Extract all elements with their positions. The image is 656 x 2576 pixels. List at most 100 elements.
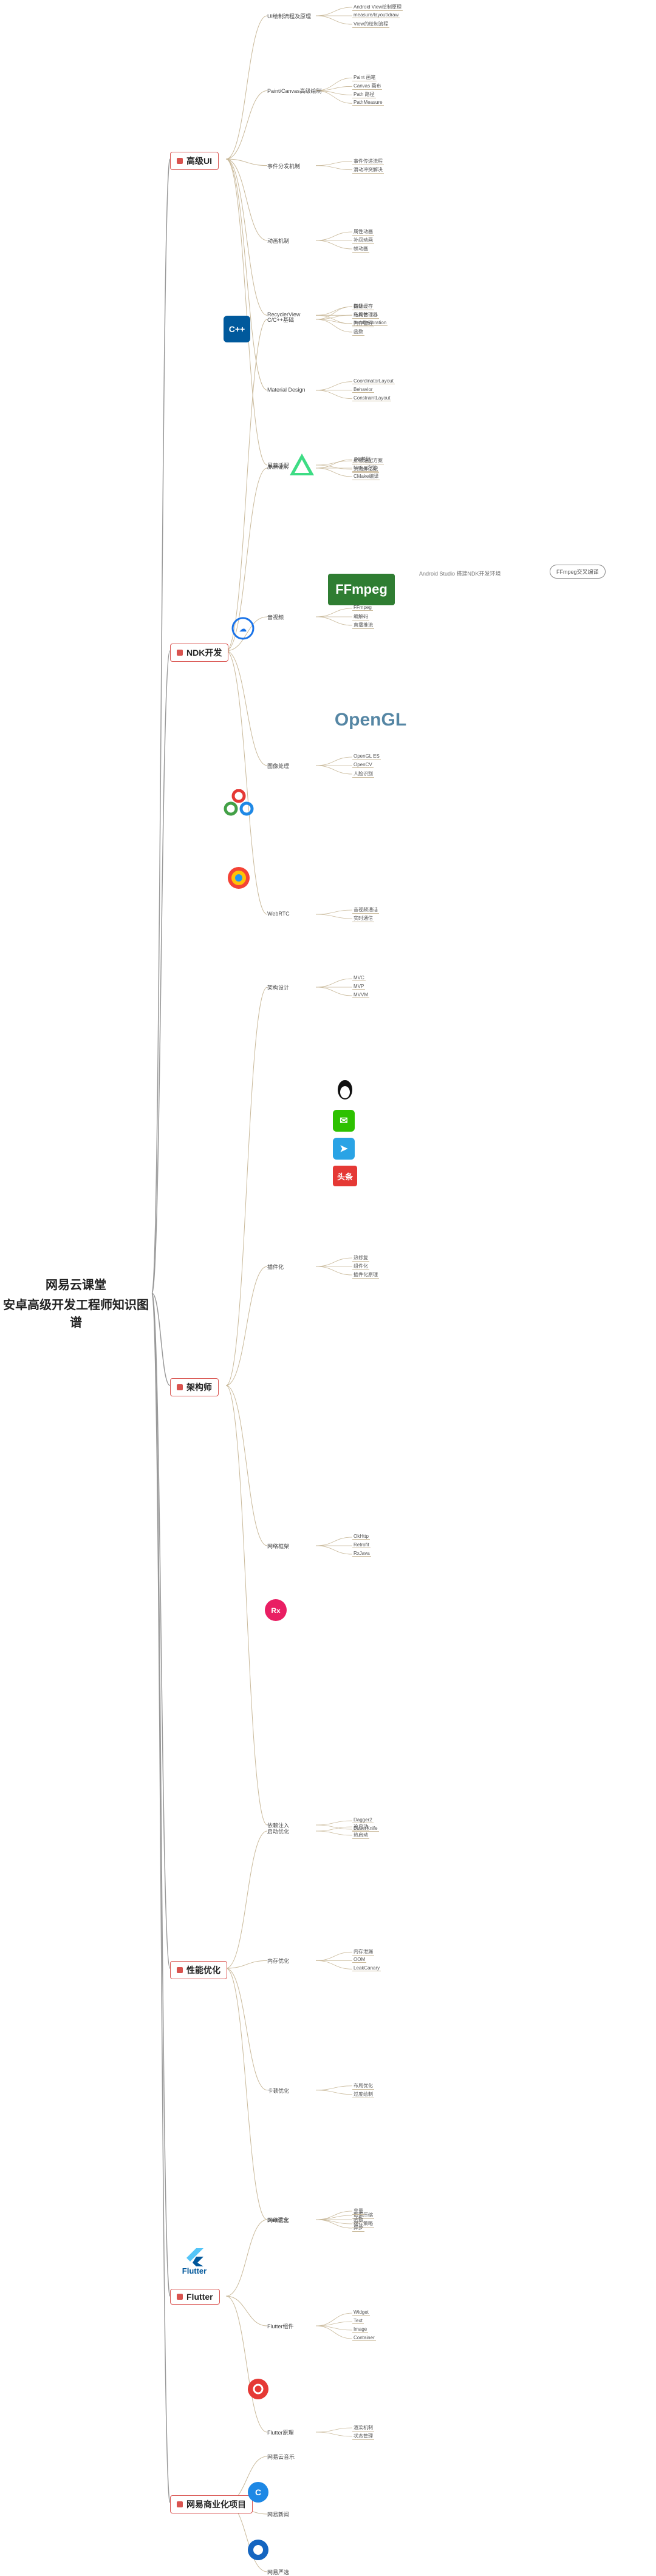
branch-leaf: MVP (352, 984, 366, 990)
connector-line (225, 2296, 268, 2326)
branch-group[interactable]: 网易严选 (267, 2569, 290, 2575)
branch-group[interactable]: 图像处理 (267, 763, 290, 769)
branch-group[interactable]: RecyclerView (267, 311, 301, 318)
connector-line (225, 158, 268, 241)
connector-line (225, 1385, 268, 1826)
branch-leaf: Retrofit (352, 1542, 371, 1548)
branch-group[interactable]: 网易云音乐 (267, 2454, 295, 2460)
branch-group[interactable]: 插件化 (267, 1264, 284, 1270)
branch-leaf: OOM (352, 1957, 367, 1963)
branch-group[interactable]: Flutter组件 (267, 2323, 294, 2330)
branch-leaf: ConstraintLayout (352, 395, 392, 401)
section-performance[interactable]: 性能优化 (170, 1961, 227, 1979)
connector-line (151, 1293, 171, 1969)
branch-group[interactable]: 网络框架 (267, 1543, 290, 1549)
branch-leaf: Paint 画笔 (352, 75, 377, 82)
root-title-line2: 安卓高级开发工程师知识图谱 (3, 1299, 149, 1330)
connector-line (315, 2321, 353, 2326)
branch-leaf: MVC (352, 975, 366, 981)
branch-leaf: 直播推流 (352, 622, 374, 629)
root-title-line1: 网易云课堂 (46, 1279, 106, 1292)
connector-line (315, 90, 353, 104)
branch-group[interactable]: 架构设计 (267, 985, 290, 991)
connector-line (315, 987, 353, 996)
branch-group[interactable]: 事件分发机制 (267, 163, 301, 169)
connector-line (315, 1266, 353, 1276)
qq-app-icon (333, 1078, 357, 1102)
branch-leaf: 补间动画 (352, 237, 374, 244)
branch-leaf: FFmpeg (352, 605, 373, 611)
section-marker-icon (177, 1967, 183, 1973)
opencv-logo-icon (224, 789, 254, 816)
connector-line (315, 2325, 353, 2339)
section-label: NDK开发 (186, 648, 222, 658)
branch-group[interactable]: Dart语言 (267, 2217, 289, 2223)
connector-line (315, 319, 353, 333)
branch-group[interactable]: Flutter原理 (267, 2430, 294, 2436)
branch-group[interactable]: Paint/Canvas高级绘制 (267, 88, 322, 95)
branch-group[interactable]: WebRTC (267, 911, 290, 917)
branch-leaf: 屏幕适配方案 (352, 458, 384, 464)
branch-group[interactable]: 网易新闻 (267, 2512, 290, 2518)
branch-leaf: Behavior (352, 386, 374, 393)
branch-group[interactable]: 动画机制 (267, 238, 290, 244)
section-advanced-ui[interactable]: 高级UI (170, 152, 219, 170)
connector-line (315, 314, 353, 320)
connector-line (315, 460, 353, 466)
branch-leaf: 事件传递流程 (352, 158, 384, 165)
branch-leaf: PathMeasure (352, 100, 384, 106)
branch-group[interactable]: JNI/NDK (267, 464, 289, 471)
connector-line (315, 1820, 353, 1826)
branch-leaf: Android View绘制原理 (352, 4, 403, 11)
svg-text:Rx: Rx (271, 1606, 281, 1615)
connector-line (315, 2211, 353, 2220)
branch-leaf: 指针 (352, 304, 364, 310)
branch-leaf: CoordinatorLayout (352, 378, 395, 384)
branch-leaf: 内存管理 (352, 321, 374, 327)
cloud-music-icon: ☁ (228, 616, 258, 641)
connector-line (315, 616, 353, 626)
branch-leaf: 函数 (352, 2217, 364, 2223)
branch-leaf: 冷启动 (352, 1824, 369, 1830)
connector-line (315, 240, 353, 250)
branch-group[interactable]: 网络优化 (267, 2217, 290, 2223)
connector-line (315, 2219, 353, 2224)
connector-line (225, 1960, 268, 1969)
branch-leaf: ButterKnife (352, 1826, 379, 1832)
rxjava-logo-icon: Rx (262, 1597, 299, 1625)
connector-line (315, 390, 353, 399)
connector-line (315, 1830, 353, 1836)
branch-leaf: Widget (352, 2309, 370, 2316)
branch-group[interactable]: 卡顿优化 (267, 2087, 290, 2094)
branch-group[interactable]: 音视频 (267, 614, 284, 620)
branch-group[interactable]: UI绘制流程及原理 (267, 13, 312, 19)
branch-leaf: 滑动冲突解决 (352, 166, 384, 174)
section-architect[interactable]: 架构师 (170, 1378, 219, 1396)
branch-group[interactable]: 依赖注入 (267, 1823, 290, 1829)
branch-leaf: 结构体 (352, 312, 369, 319)
branch-group[interactable]: 启动优化 (267, 1829, 290, 1835)
connector-line (315, 2427, 353, 2433)
branch-leaf: 组件化 (352, 1263, 369, 1270)
branch-leaf: 帧动画 (352, 246, 369, 253)
branch-group[interactable]: 屏幕适配 (267, 463, 290, 469)
connector-line (315, 7, 353, 16)
connector-line (315, 467, 353, 477)
branch-group[interactable]: Material Design (267, 386, 306, 393)
connector-line (315, 1960, 353, 1969)
branch-leaf: Canvas 画布 (352, 83, 383, 90)
connector-line (315, 2215, 353, 2220)
section-netease-projects[interactable]: 网易商业化项目 (170, 2495, 253, 2513)
connector-line (225, 158, 268, 466)
connector-line (225, 650, 268, 766)
branch-group[interactable]: C/C++基础 (267, 317, 295, 323)
section-ndk[interactable]: NDK开发 (170, 644, 229, 662)
connector-line (151, 1293, 171, 2297)
telegram-app-icon: ➤ (333, 1138, 355, 1160)
section-flutter[interactable]: Flutter (170, 2289, 220, 2305)
netease-music-icon (246, 2377, 270, 2401)
branch-leaf: 属性动画 (352, 229, 374, 236)
connector-line (315, 1537, 353, 1546)
connector-line (151, 1293, 171, 1386)
branch-group[interactable]: 内存优化 (267, 1958, 290, 1965)
